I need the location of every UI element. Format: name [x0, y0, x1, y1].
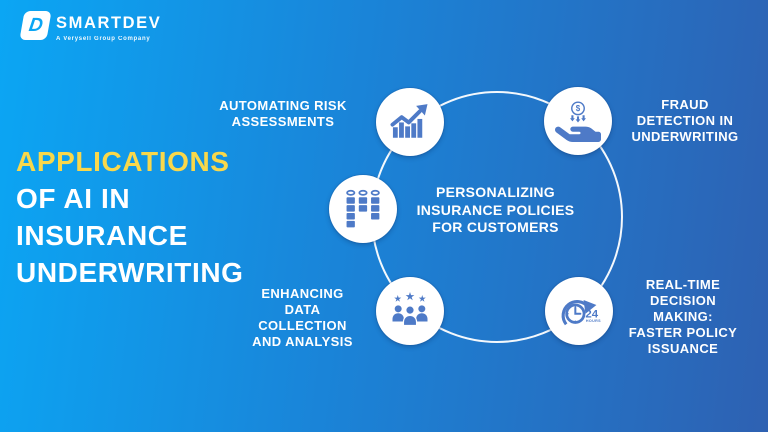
title-line-1: APPLICATIONS: [16, 146, 230, 177]
clock-24-value: 24: [585, 308, 598, 320]
label-realtime-decision: REAL-TIME DECISION MAKING: FASTER POLICY…: [628, 277, 738, 356]
kanban-board-icon: [346, 189, 380, 228]
node-personalizing-policies: [329, 175, 397, 243]
coin-dollar-symbol: $: [576, 104, 581, 113]
node-realtime-decision: 24 HOURS: [545, 277, 613, 345]
logo-mark-letter: D: [27, 15, 44, 36]
label-automating-risk: AUTOMATING RISK ASSESSMENTS: [219, 98, 347, 129]
smartdev-logo-icon: D: [19, 11, 52, 40]
team-stars-icon: [392, 291, 428, 327]
logo-name: SMARTDEV: [56, 14, 162, 32]
title-line-3: INSURANCE: [16, 220, 188, 251]
bar-chart-growth-icon: [390, 104, 428, 138]
logo-text-block: SMARTDEV A Verysell Group Company: [56, 11, 161, 42]
node-enhancing-data: [376, 277, 444, 345]
hand-coin-icon: $: [555, 100, 601, 142]
label-enhancing-data: ENHANCING DATA COLLECTION AND ANALYSIS: [252, 286, 353, 349]
title-line-2: OF AI IN: [16, 183, 131, 214]
smartdev-logo: D SMARTDEV A Verysell Group Company: [19, 11, 161, 42]
page-title: APPLICATIONS OF AI IN INSURANCE UNDERWRI…: [16, 143, 296, 291]
clock-hours-label: HOURS: [586, 319, 601, 323]
label-fraud-detection: FRAUD DETECTION IN UNDERWRITING: [631, 97, 739, 144]
node-fraud-detection: $: [544, 87, 612, 155]
title-line-4: UNDERWRITING: [16, 257, 244, 288]
clock-24-icon: 24 HOURS: [561, 300, 601, 326]
label-personalizing-policies: PERSONALIZING INSURANCE POLICIES FOR CUS…: [416, 184, 575, 235]
logo-tagline: A Verysell Group Company: [56, 35, 151, 42]
node-automating-risk: [376, 88, 444, 156]
